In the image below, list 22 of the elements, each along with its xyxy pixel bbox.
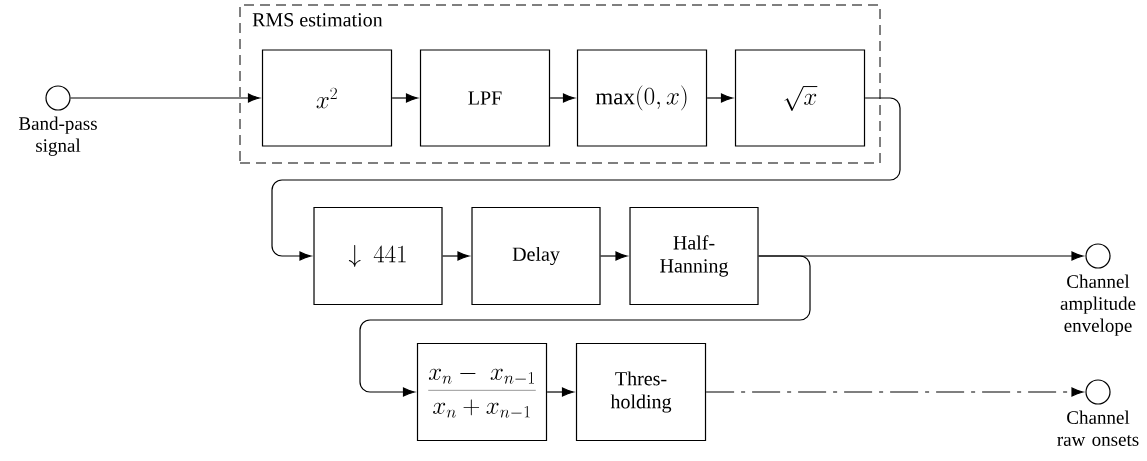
node-caption: Channel raw onsets: [1057, 410, 1139, 446]
arrow: [70, 93, 260, 103]
process-box: $x^{2}$: [261, 49, 393, 147]
process-box: $\downarrow 441$: [313, 206, 443, 306]
node-caption: Channel amplitude envelope: [1060, 274, 1136, 336]
arrow: [546, 387, 574, 397]
arrow: [359, 255, 811, 397]
process-box: Delay: [471, 206, 601, 306]
node-caption: Band-pass signal: [19, 116, 97, 156]
arrow: [442, 251, 470, 261]
arrow: [705, 387, 1084, 397]
process-box: $\max(0,x)$: [576, 49, 708, 147]
arrow: [391, 93, 418, 103]
arrow: [549, 93, 575, 103]
process-box: $\frac{x_{n} -\; x_{n-1}}{x_{n} + x_{n-1}}$: [416, 342, 548, 442]
process-box: Thres-holding: [575, 342, 707, 442]
process-box: LPF: [419, 49, 551, 147]
process-box: Half-Hanning: [629, 206, 759, 306]
arrow: [706, 93, 733, 103]
arrow: [271, 97, 901, 261]
arrow: [600, 251, 628, 261]
process-box: $\sqrt{x}$: [734, 49, 866, 147]
